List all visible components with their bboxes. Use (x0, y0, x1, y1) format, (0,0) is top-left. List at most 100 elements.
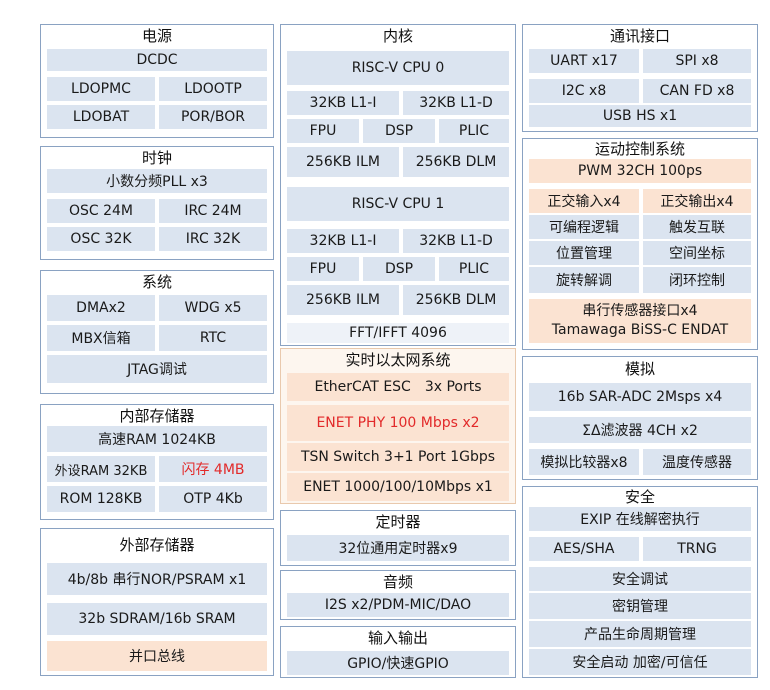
closed-loop-block: 闭环控制 (643, 267, 751, 293)
usb-block: USB HS x1 (529, 105, 751, 127)
ethercat-block: EtherCAT ESC 3x Ports (287, 373, 509, 401)
serial-sensor-block: 串行传感器接口x4 Tamawaga BiSS-C ENDAT (529, 299, 751, 343)
cpu1-fpu-block: FPU (287, 257, 359, 281)
cpu1-l1d-block: 32KB L1-D (403, 229, 509, 253)
cpu1-ilm-block: 256KB ILM (287, 285, 399, 315)
cpu0-l1d-block: 32KB L1-D (403, 91, 509, 115)
cpu1-block: RISC-V CPU 1 (287, 187, 509, 221)
osc24-block: OSC 24M (47, 199, 155, 223)
ethernet-section: 实时以太网系统 EtherCAT ESC 3x Ports ENET PHY 1… (280, 348, 516, 504)
analog-title: 模拟 (624, 360, 655, 378)
comm-section: 通讯接口 UART x17 SPI x8 I2C x8 CAN FD x8 US… (522, 24, 758, 132)
pwm-block: PWM 32CH 100ps (529, 159, 751, 183)
jtag-block: JTAG调试 (47, 355, 267, 383)
cpu0-block: RISC-V CPU 0 (287, 51, 509, 85)
cpu0-dlm-block: 256KB DLM (403, 147, 509, 177)
cpu1-l1i-block: 32KB L1-I (287, 229, 399, 253)
ldootp-block: LDOOTP (159, 77, 267, 101)
sdram-block: 32b SDRAM/16b SRAM (47, 603, 267, 635)
serial-sensor-label: 串行传感器接口x4 (582, 303, 698, 319)
security-title: 安全 (624, 488, 655, 506)
programmable-logic-block: 可编程逻辑 (529, 215, 639, 239)
rtc-block: RTC (159, 325, 267, 351)
cpu1-plic-block: PLIC (439, 257, 509, 281)
trigger-mux-block: 触发互联 (643, 215, 751, 239)
system-section: 系统 DMAx2 WDG x5 MBX信箱 RTC JTAG调试 (40, 270, 274, 394)
cpu0-l1i-block: 32KB L1-I (287, 91, 399, 115)
external-memory-title: 外部存储器 (119, 536, 195, 554)
mbx-block: MBX信箱 (47, 325, 155, 351)
cpu0-dsp-block: DSP (363, 119, 435, 143)
position-manager-block: 位置管理 (529, 241, 639, 265)
irc32-block: IRC 32K (159, 227, 267, 251)
cpu1-dlm-block: 256KB DLM (403, 285, 509, 315)
wdg-block: WDG x5 (159, 295, 267, 321)
security-section: 安全 EXIP 在线解密执行 AES/SHA TRNG 安全调试 密钥管理 产品… (522, 486, 758, 678)
aes-sha-block: AES/SHA (529, 537, 639, 561)
i2c-block: I2C x8 (529, 79, 639, 103)
enet-gbe-block: ENET 1000/100/10Mbps x1 (287, 473, 509, 501)
gpt-block: 32位通用定时器x9 (287, 535, 509, 561)
ram-block: 高速RAM 1024KB (47, 426, 267, 452)
ldopmc-block: LDOPMC (47, 77, 155, 101)
timer-section: 定时器 32位通用定时器x9 (280, 510, 516, 566)
timer-title: 定时器 (375, 513, 421, 531)
cpu0-fpu-block: FPU (287, 119, 359, 143)
can-block: CAN FD x8 (643, 79, 751, 103)
cpu0-plic-block: PLIC (439, 119, 509, 143)
cpu1-dsp-block: DSP (363, 257, 435, 281)
io-title: 输入输出 (367, 629, 428, 647)
sigma-delta-block: ΣΔ滤波器 4CH x2 (529, 417, 751, 443)
audio-section: 音频 I2S x2/PDM-MIC/DAO (280, 570, 516, 620)
power-section: 电源 DCDC LDOPMC LDOOTP LDOBAT POR/BOR (40, 24, 274, 138)
enet-phy-block: ENET PHY 100 Mbps x2 (287, 405, 509, 441)
irc24-block: IRC 24M (159, 199, 267, 223)
tsn-switch-block: TSN Switch 3+1 Port 1Gbps (287, 443, 509, 471)
clock-title: 时钟 (141, 149, 172, 167)
dcdc-block: DCDC (47, 49, 267, 71)
space-coord-block: 空间坐标 (643, 241, 751, 265)
uart-block: UART x17 (529, 49, 639, 73)
clock-section: 时钟 小数分频PLL x3 OSC 24M IRC 24M OSC 32K IR… (40, 146, 274, 260)
sensor-protocols-label: Tamawaga BiSS-C ENDAT (551, 322, 729, 338)
trng-block: TRNG (643, 537, 751, 561)
ethernet-title: 实时以太网系统 (345, 351, 451, 369)
temp-sensor-block: 温度传感器 (643, 449, 751, 475)
resolver-block: 旋转解调 (529, 267, 639, 293)
qei-block: 正交输入x4 (529, 189, 639, 213)
analog-section: 模拟 16b SAR-ADC 2Msps x4 ΣΔ滤波器 4CH x2 模拟比… (522, 356, 758, 480)
core-section: 内核 RISC-V CPU 0 32KB L1-I 32KB L1-D FPU … (280, 24, 516, 346)
porbor-block: POR/BOR (159, 105, 267, 129)
i2s-block: I2S x2/PDM-MIC/DAO (287, 593, 509, 617)
internal-memory-section: 内部存储器 高速RAM 1024KB 外设RAM 32KB 闪存 4MB ROM… (40, 404, 274, 520)
core-title: 内核 (382, 27, 413, 45)
secure-debug-block: 安全调试 (529, 567, 751, 591)
periph-ram-block: 外设RAM 32KB (47, 456, 155, 482)
power-title: 电源 (141, 27, 172, 45)
lifecycle-block: 产品生命周期管理 (529, 621, 751, 647)
gpio-block: GPIO/快速GPIO (287, 651, 509, 675)
otp-block: OTP 4Kb (159, 486, 267, 512)
key-manager-block: 密钥管理 (529, 593, 751, 619)
fft-block: FFT/IFFT 4096 (287, 323, 509, 343)
parallel-bus-block: 并口总线 (47, 641, 267, 671)
cpu0-ilm-block: 256KB ILM (287, 147, 399, 177)
osc32-block: OSC 32K (47, 227, 155, 251)
exip-block: EXIP 在线解密执行 (529, 507, 751, 531)
qeo-block: 正交输出x4 (643, 189, 751, 213)
rom-block: ROM 128KB (47, 486, 155, 512)
pll-block: 小数分频PLL x3 (47, 169, 267, 193)
adc-block: 16b SAR-ADC 2Msps x4 (529, 383, 751, 411)
system-title: 系统 (141, 273, 172, 291)
spi-block: SPI x8 (643, 49, 751, 73)
flash-block: 闪存 4MB (159, 456, 267, 482)
audio-title: 音频 (382, 573, 413, 591)
comm-title: 通讯接口 (609, 27, 670, 45)
comparator-block: 模拟比较器x8 (529, 449, 639, 475)
nor-block: 4b/8b 串行NOR/PSRAM x1 (47, 563, 267, 595)
external-memory-section: 外部存储器 4b/8b 串行NOR/PSRAM x1 32b SDRAM/16b… (40, 528, 274, 676)
dma-block: DMAx2 (47, 295, 155, 321)
ethercat-label: EtherCAT ESC (314, 379, 411, 395)
ldobat-block: LDOBAT (47, 105, 155, 129)
secure-boot-block: 安全启动 加密/可信任 (529, 649, 751, 675)
